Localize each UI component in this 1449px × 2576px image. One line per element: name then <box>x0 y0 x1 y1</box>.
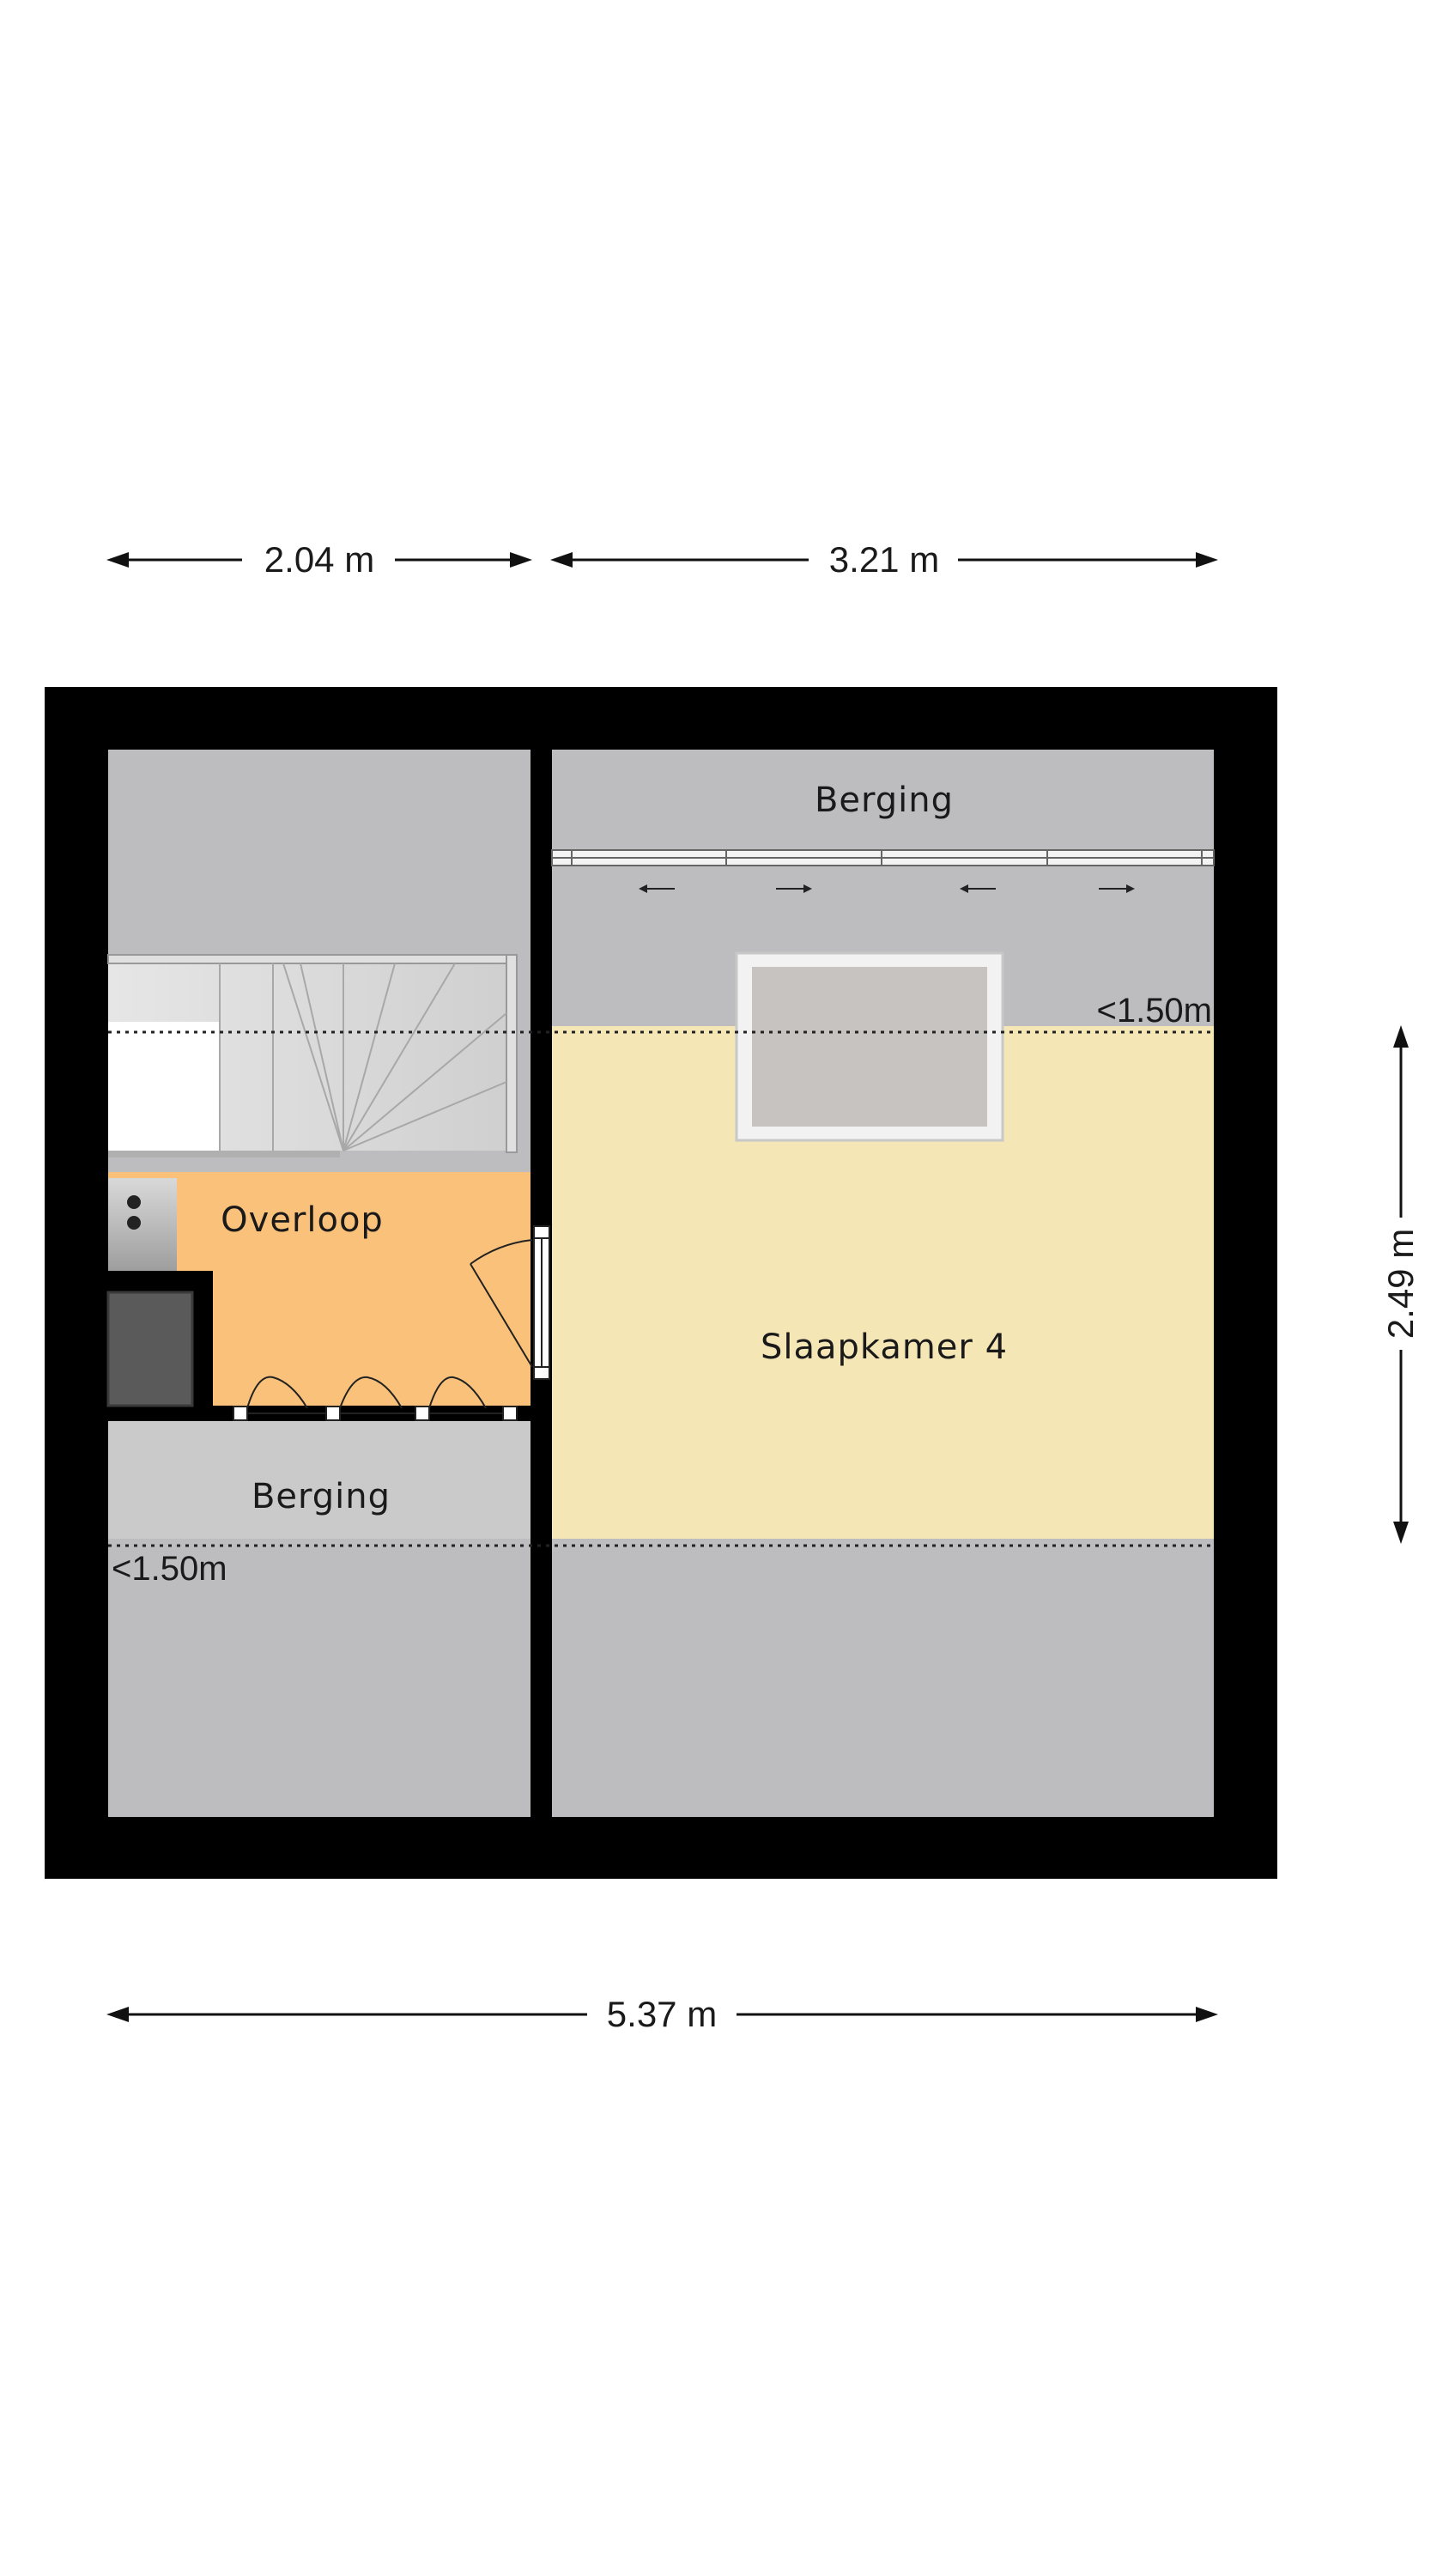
toilet-icon <box>108 1178 177 1271</box>
doors-berging-bottom[interactable] <box>233 1376 518 1421</box>
room-label-overloop: Overloop <box>221 1200 384 1240</box>
dimension-right-label: 2.49 m <box>1380 1229 1421 1339</box>
staircase <box>107 954 518 1157</box>
room-label-berging-bottom: Berging <box>252 1477 391 1516</box>
room-label-slaapkamer: Slaapkamer 4 <box>761 1327 1008 1367</box>
dimension-top-left-label: 2.04 m <box>264 539 374 580</box>
dimension-bottom: 5.37 m <box>106 1994 1218 2034</box>
dimension-top-left: 2.04 m <box>106 539 532 580</box>
dimension-top-right-label: 3.21 m <box>829 539 939 580</box>
sliding-doors <box>551 849 1215 893</box>
berging-bottom-floor <box>108 1421 530 1539</box>
door-slaapkamer[interactable] <box>470 1225 550 1380</box>
height-note-right: <1.50m <box>1096 992 1212 1030</box>
skylight <box>735 951 1004 1142</box>
room-label-berging-top: Berging <box>815 781 954 820</box>
cabinet <box>106 1291 194 1407</box>
dimension-top-right: 3.21 m <box>550 539 1218 580</box>
dimension-bottom-label: 5.37 m <box>607 1994 717 2034</box>
dimension-right: 2.49 m <box>1380 1025 1421 1544</box>
height-note-left: <1.50m <box>112 1550 227 1588</box>
